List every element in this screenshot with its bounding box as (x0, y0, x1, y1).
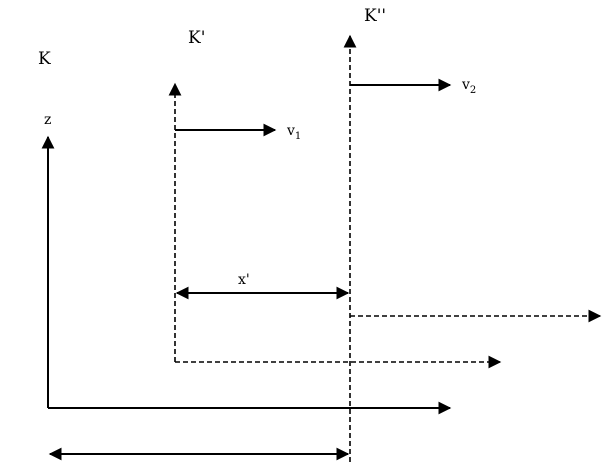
velocity-v1-label: v1 (286, 123, 301, 142)
frame-k-prime-axes (168, 82, 502, 369)
frame-k-axes (41, 135, 452, 415)
velocity-v1-subscript: 1 (295, 131, 301, 142)
velocity-v2-subscript: 2 (470, 85, 476, 96)
velocity-v2-label: v2 (461, 77, 476, 96)
frame-k-label: K (38, 49, 51, 69)
velocity-v1-base: v (286, 123, 295, 139)
velocity-v2-base: v (461, 77, 470, 93)
z-axis-label: z (44, 112, 51, 128)
frame-k-double-prime-label: K'' (364, 6, 386, 26)
frame-k-prime-label: K' (188, 28, 205, 48)
separation-x-prime-label: x' (238, 272, 250, 288)
frame-k-double-prime-axes (343, 34, 602, 462)
